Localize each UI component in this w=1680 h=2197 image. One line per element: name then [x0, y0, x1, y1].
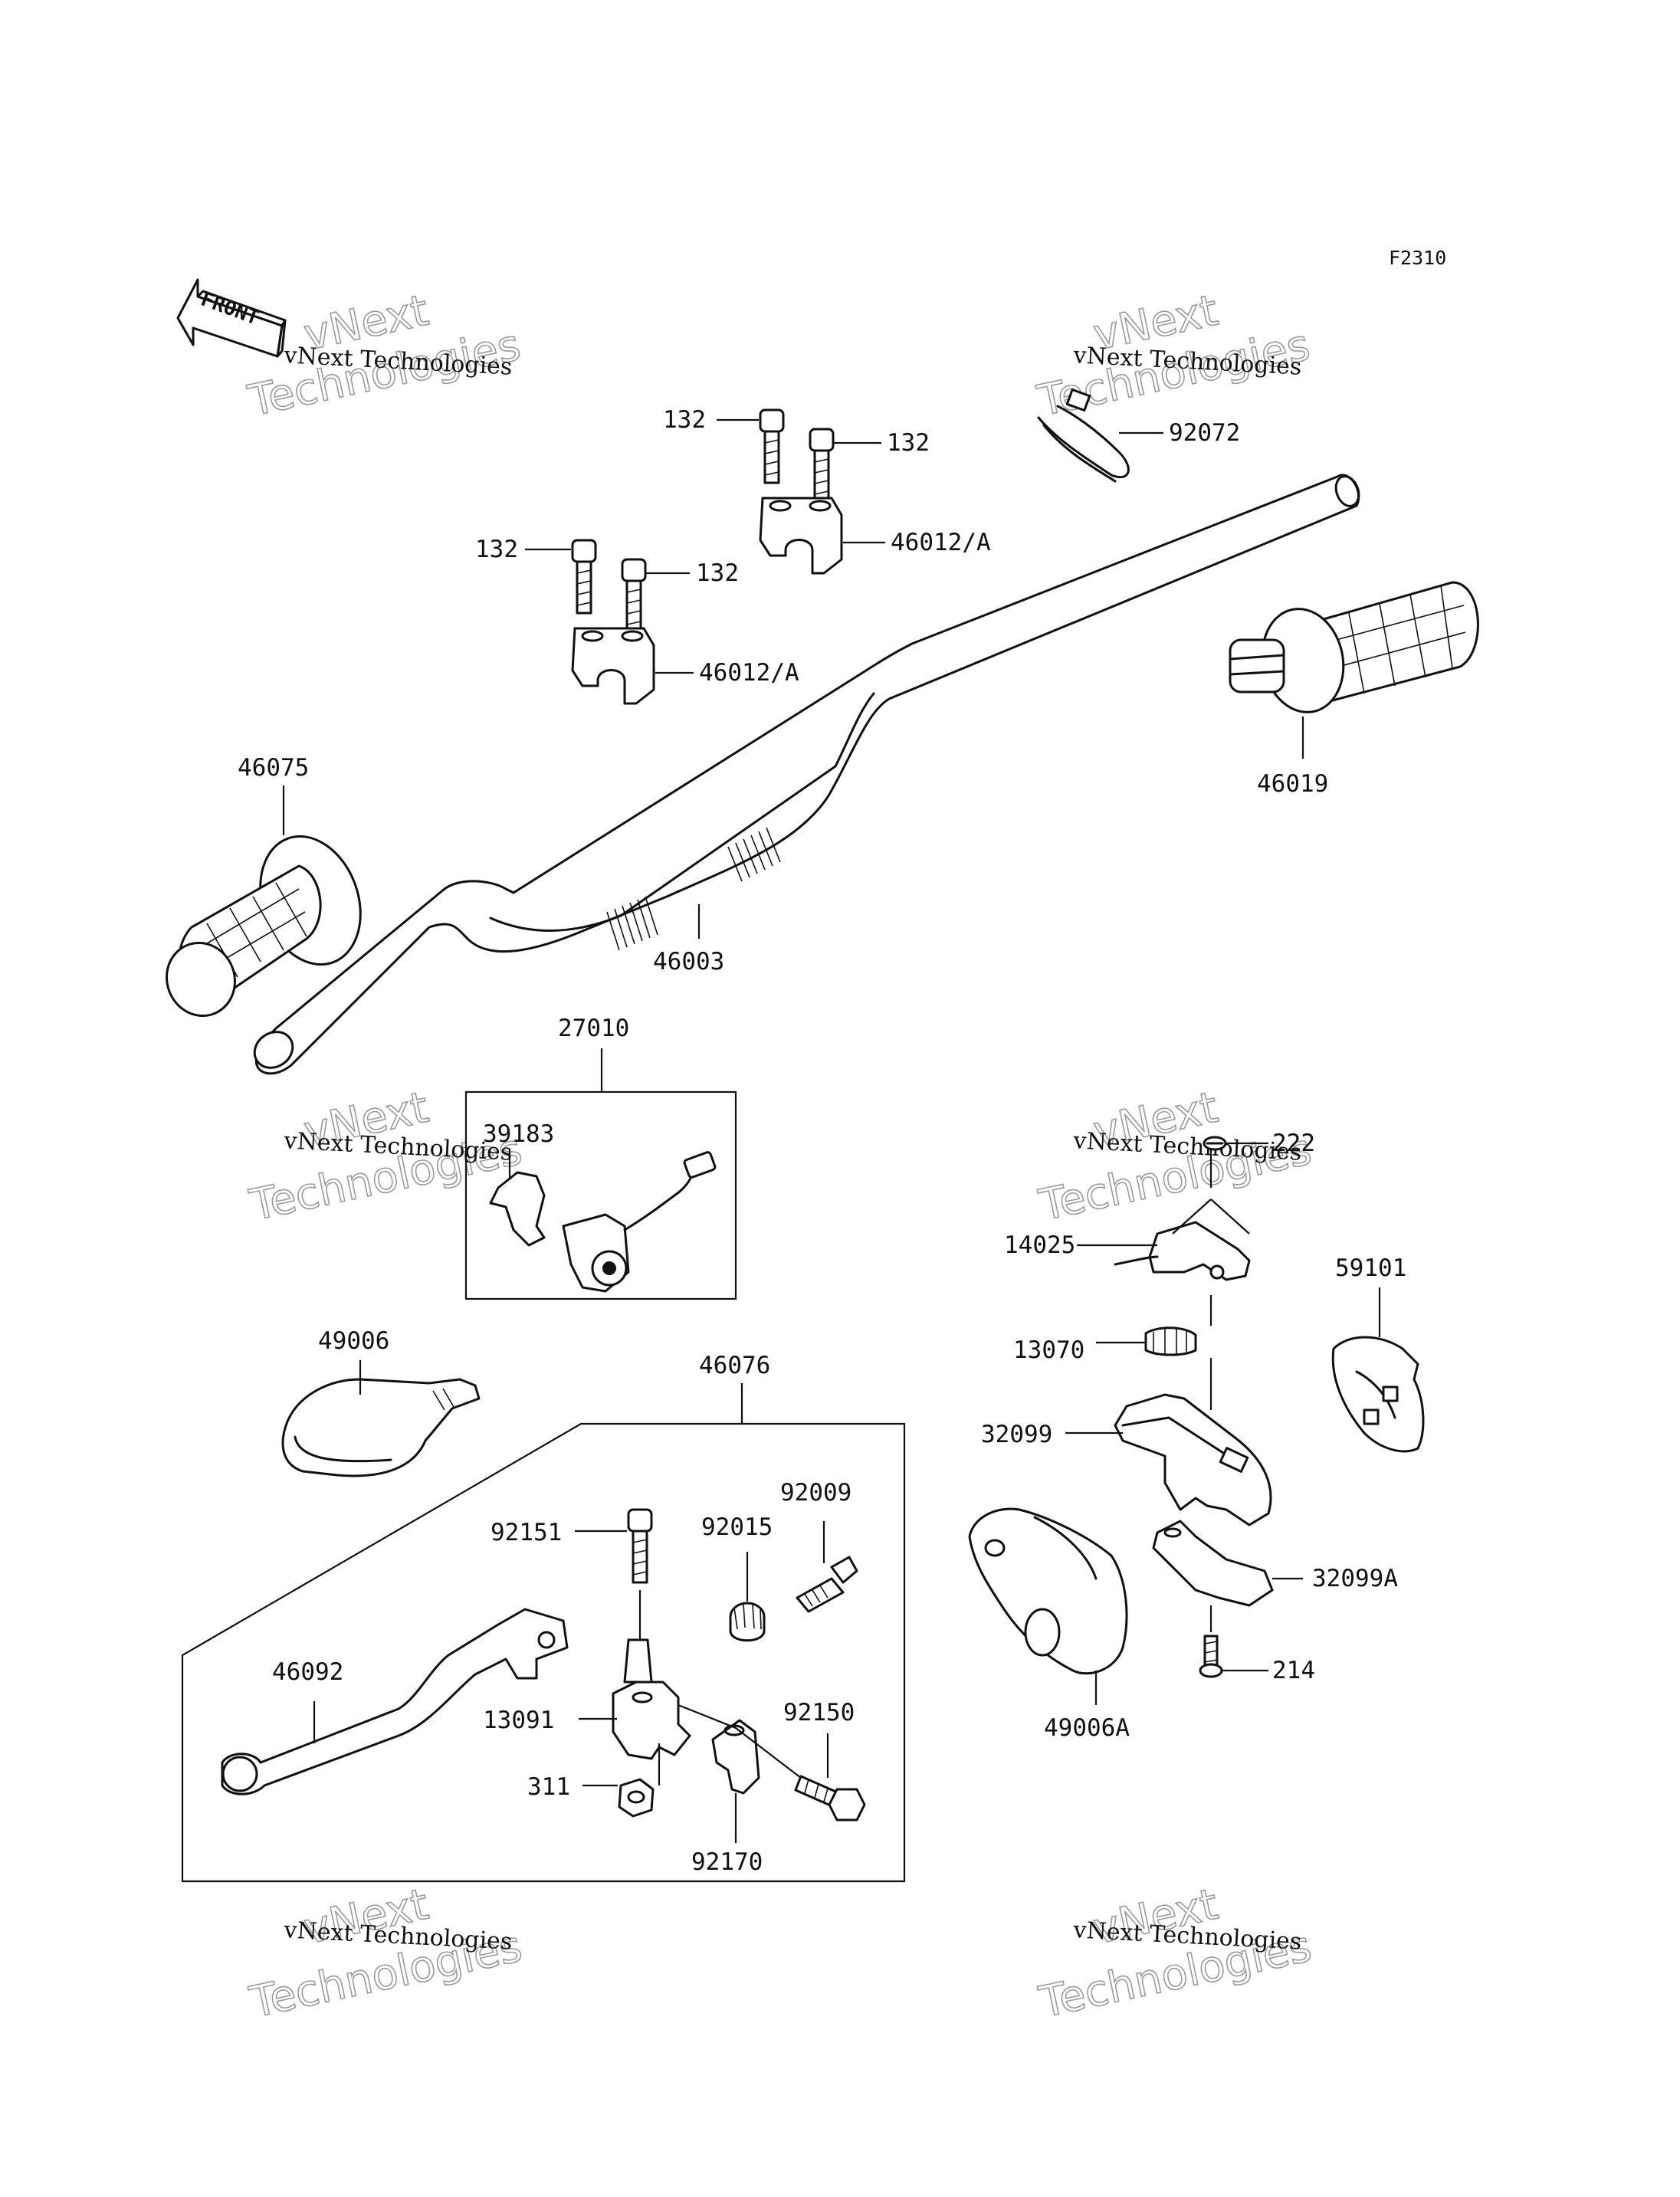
label-132-a: 132 — [663, 406, 706, 434]
label-222: 222 — [1272, 1130, 1315, 1157]
label-32099: 32099 — [981, 1421, 1052, 1448]
watermark-1: vNext Technologies vNext Technologies — [243, 285, 525, 427]
bolt-92150 — [794, 1775, 866, 1822]
grip-46019 — [1229, 581, 1479, 713]
watermark-3: vNext Technologies vNext Technologies — [244, 1082, 527, 1231]
label-46019: 46019 — [1257, 770, 1328, 798]
label-49006: 49006 — [318, 1327, 389, 1355]
band-92072 — [1037, 388, 1130, 483]
label-92072: 92072 — [1169, 419, 1240, 447]
label-92170: 92170 — [691, 1848, 763, 1876]
watermark-5: vNext Technologies vNext Technologies — [244, 1879, 527, 2028]
label-32099a: 32099A — [1312, 1565, 1398, 1592]
label-46003: 46003 — [653, 948, 724, 976]
label-132-c: 132 — [475, 536, 518, 563]
label-39183: 39183 — [483, 1120, 554, 1148]
label-92009: 92009 — [780, 1479, 851, 1507]
leader-lines — [282, 418, 1381, 1843]
bolt-92151 — [627, 1508, 653, 1584]
label-46012a-bottom: 46012/A — [699, 659, 799, 687]
grip-46075 — [166, 835, 362, 1018]
cover-49006a — [968, 1507, 1128, 1675]
label-311: 311 — [527, 1773, 570, 1801]
bolt-132-a — [759, 408, 785, 484]
clamp-92170 — [711, 1719, 760, 1795]
label-13070: 13070 — [1013, 1336, 1084, 1364]
part-59101 — [1331, 1336, 1425, 1453]
handlebar-46003 — [253, 474, 1360, 1075]
cover-14025 — [1114, 1221, 1251, 1281]
watermark-6: vNext Technologies vNext Technologies — [1034, 1879, 1316, 2028]
label-49006a: 49006A — [1044, 1714, 1130, 1742]
label-46012a-top: 46012/A — [891, 529, 991, 556]
lever-46092 — [221, 1608, 569, 1795]
bracket-13091 — [612, 1638, 691, 1760]
front-arrow-icon: FRONT — [176, 278, 287, 358]
label-132-d: 132 — [696, 559, 739, 587]
nut-92015 — [729, 1602, 766, 1642]
figure-code: F2310 — [1389, 247, 1446, 269]
bolt-132-c — [571, 539, 597, 615]
nut-311 — [618, 1778, 655, 1818]
part-13070 — [1144, 1326, 1197, 1356]
part-labels: 132 132 132 132 46012/A 46012/A 92072 46… — [238, 406, 1406, 1876]
label-92015: 92015 — [701, 1513, 773, 1541]
bolt-132-b — [809, 428, 835, 503]
screw-222 — [1203, 1136, 1227, 1151]
label-92151: 92151 — [491, 1519, 562, 1546]
screw-214 — [1199, 1635, 1223, 1678]
box-27010 — [464, 1090, 737, 1300]
clamp-46012a-bottom — [571, 627, 655, 705]
label-214: 214 — [1272, 1657, 1315, 1684]
label-27010: 27010 — [558, 1015, 629, 1042]
housing-32099a — [1152, 1520, 1274, 1607]
label-14025: 14025 — [1004, 1231, 1075, 1259]
label-92150: 92150 — [783, 1699, 855, 1726]
cover-49006 — [281, 1378, 481, 1477]
label-46076: 46076 — [699, 1352, 770, 1379]
label-46075: 46075 — [238, 754, 309, 782]
label-132-b: 132 — [887, 429, 930, 457]
bolt-132-d — [621, 558, 647, 634]
housing-32099 — [1114, 1393, 1272, 1526]
label-59101: 59101 — [1335, 1254, 1406, 1282]
label-46092: 46092 — [272, 1658, 343, 1686]
label-13091: 13091 — [483, 1707, 554, 1734]
clamp-46012a-top — [759, 497, 843, 575]
clip-39183 — [489, 1171, 546, 1247]
bolt-92009 — [796, 1556, 858, 1613]
